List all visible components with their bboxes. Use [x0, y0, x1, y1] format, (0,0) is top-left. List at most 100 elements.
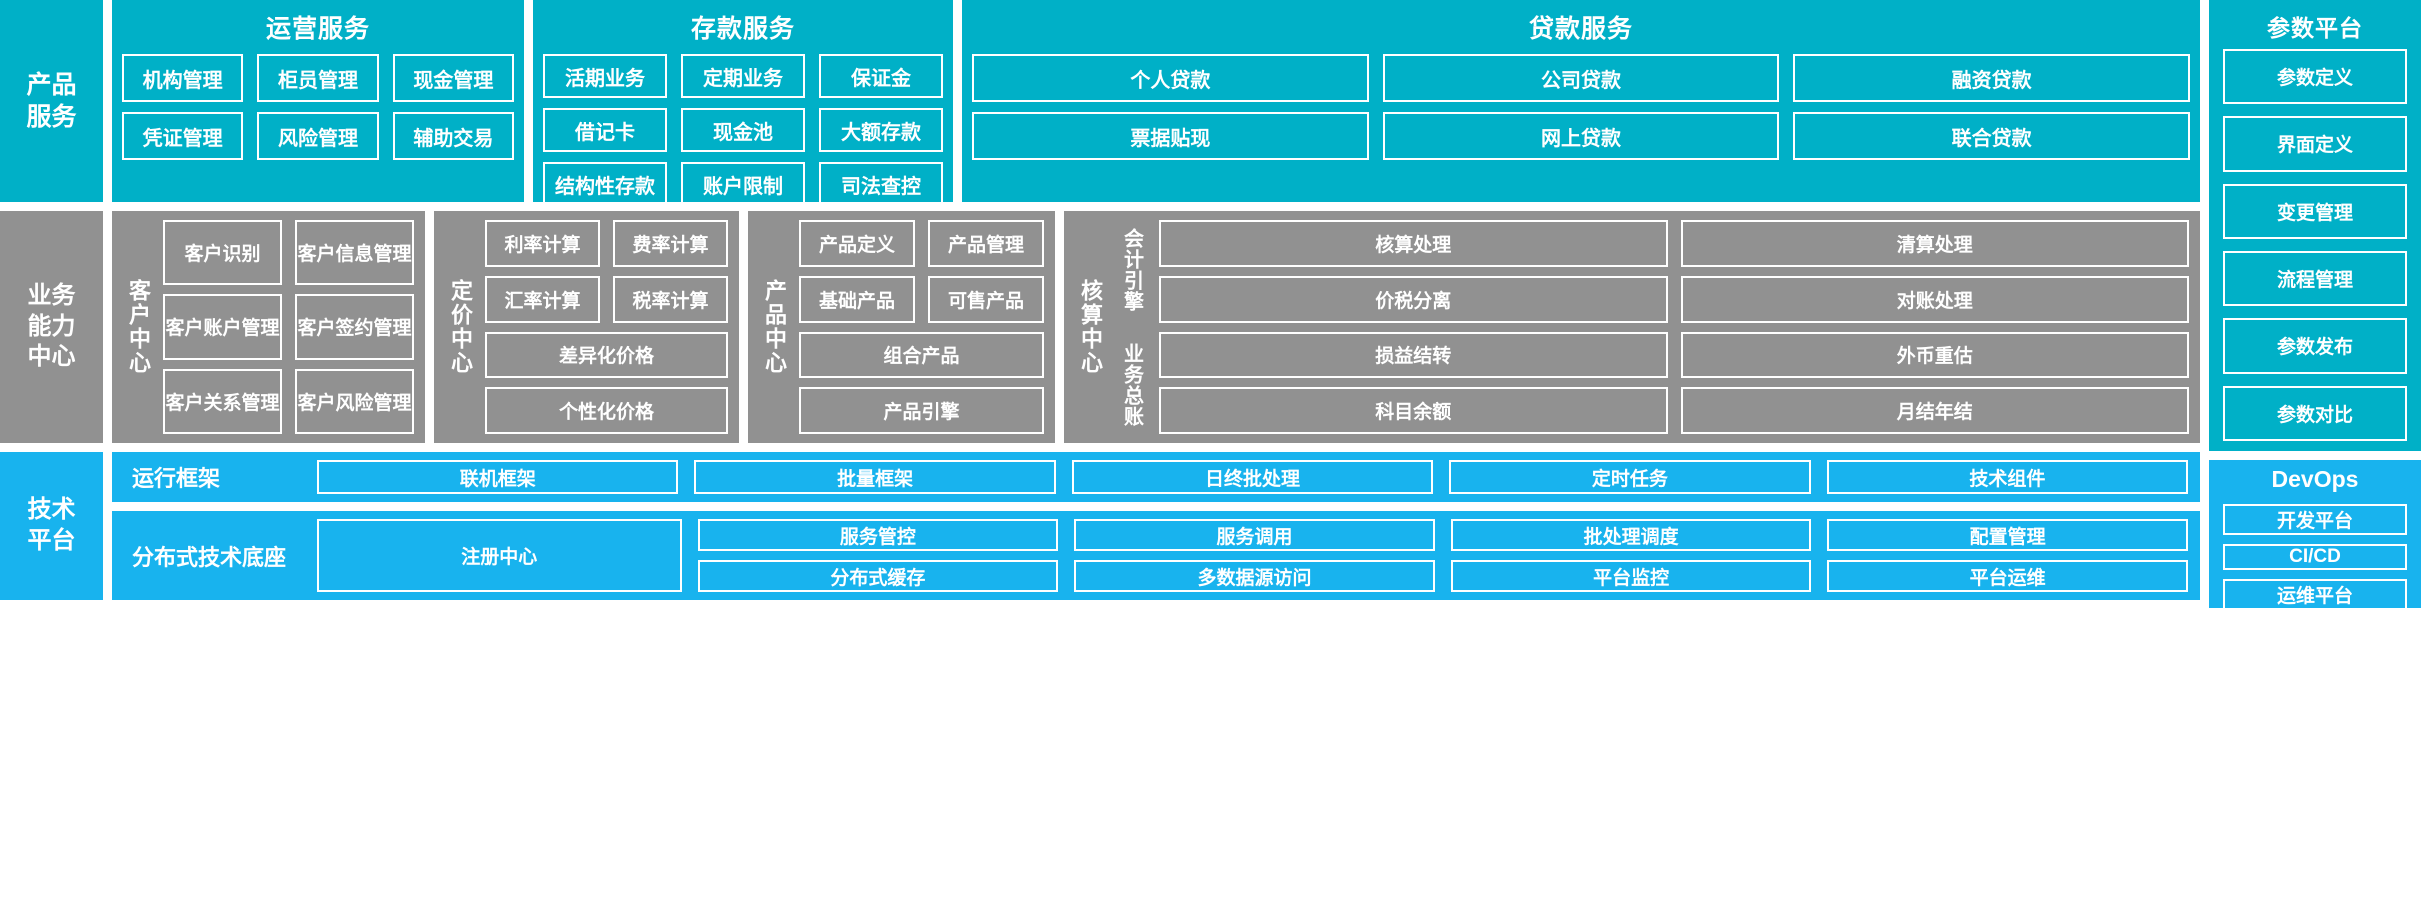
center-customer: 客户中心 客户识别 客户信息管理 客户账户管理 客户签约管理 客户关系管理 客户… [112, 211, 425, 443]
group-title: 运营服务 [265, 15, 370, 43]
center-name: 客户中心 [126, 279, 151, 375]
tech-item[interactable]: 配置管理 [1827, 519, 2188, 551]
layer-label-product-service: 产品 服务 [0, 0, 103, 202]
capability-item[interactable]: 组合产品 [799, 331, 1044, 379]
capability-item[interactable]: 费率计算 [613, 220, 728, 267]
group-parameter-platform: 参数平台 参数定义 界面定义 变更管理 流程管理 参数发布 参数对比 [2209, 0, 2421, 451]
devops-item[interactable]: 开发平台 [2223, 504, 2407, 535]
capability-item[interactable]: 产品引擎 [799, 387, 1044, 434]
layer-label-line3: 中心 [27, 343, 76, 371]
service-item[interactable]: 定期业务 [681, 54, 805, 98]
sub-label-general-ledger: 业务总账 [1120, 342, 1143, 427]
capability-item[interactable]: 外币重估 [1680, 331, 2189, 379]
param-item[interactable]: 流程管理 [2223, 250, 2407, 307]
capability-item[interactable]: 客户识别 [163, 220, 282, 286]
center-name: 产品中心 [762, 279, 787, 375]
center-pricing: 定价中心 利率计算 费率计算 汇率计算 税率计算 差异化价格 个性化价格 [434, 211, 739, 443]
sub-label-accounting-engine: 会计引擎 [1120, 227, 1143, 312]
group-deposit-services: 存款服务 活期业务 定期业务 保证金 借记卡 现金池 大额存款 结构性存款 账户… [533, 0, 953, 206]
service-item[interactable]: 机构管理 [122, 54, 244, 102]
layer-label-line1: 技术 [27, 496, 76, 524]
service-item[interactable]: 柜员管理 [257, 54, 379, 102]
service-item[interactable]: 辅助交易 [392, 112, 514, 160]
layer-label-line2: 平台 [27, 527, 76, 554]
capability-item[interactable]: 清算处理 [1680, 220, 2189, 267]
param-item[interactable]: 参数发布 [2223, 318, 2407, 374]
capability-item[interactable]: 客户签约管理 [295, 294, 414, 360]
tech-item[interactable]: 平台监控 [1450, 560, 1812, 592]
capability-item[interactable]: 客户关系管理 [163, 368, 282, 434]
group-title: 存款服务 [690, 15, 795, 43]
param-item[interactable]: 变更管理 [2223, 183, 2407, 239]
capability-item[interactable]: 基础产品 [799, 275, 915, 323]
service-item[interactable]: 账户限制 [681, 162, 805, 206]
layer-label-tech-platform: 技术 平台 [0, 452, 103, 600]
layer-label-line2: 能力 [27, 312, 76, 340]
center-name: 核算中心 [1078, 279, 1103, 375]
center-product: 产品中心 产品定义 产品管理 基础产品 可售产品 组合产品 产品引擎 [748, 211, 1055, 443]
center-name: 定价中心 [448, 279, 473, 375]
service-item[interactable]: 联合贷款 [1793, 112, 2190, 160]
layer-label-line1: 产品 [26, 71, 77, 99]
param-item[interactable]: 界面定义 [2223, 116, 2407, 172]
tech-item[interactable]: 平台运维 [1827, 560, 2188, 592]
capability-item[interactable]: 核算处理 [1159, 220, 1668, 267]
capability-item[interactable]: 科目余额 [1159, 387, 1668, 434]
service-item[interactable]: 风险管理 [257, 112, 379, 160]
tech-item[interactable]: 分布式缓存 [697, 560, 1059, 592]
capability-item[interactable]: 月结年结 [1680, 387, 2189, 434]
capability-item[interactable]: 客户账户管理 [163, 294, 282, 360]
layer-tech-platform: 技术 平台 运行框架 联机框架 批量框架 日终批处理 定时任务 技术组件 分布式… [0, 452, 2200, 912]
tech-item[interactable]: 定时任务 [1449, 460, 1811, 494]
service-item[interactable]: 活期业务 [543, 54, 667, 98]
service-item[interactable]: 个人贷款 [972, 54, 1369, 102]
capability-item[interactable]: 对账处理 [1680, 275, 2189, 323]
tech-item-registry[interactable]: 注册中心 [317, 519, 682, 592]
service-item[interactable]: 保证金 [819, 54, 943, 98]
capability-item[interactable]: 客户信息管理 [295, 220, 414, 286]
service-item[interactable]: 现金池 [681, 108, 805, 152]
tech-item[interactable]: 技术组件 [1826, 460, 2189, 494]
tech-item[interactable]: 批量框架 [694, 460, 1056, 494]
layer-label-business-capability: 业务 能力 中心 [0, 211, 103, 443]
capability-item[interactable]: 汇率计算 [485, 275, 600, 323]
tech-item[interactable]: 日终批处理 [1071, 460, 1434, 494]
service-item[interactable]: 现金管理 [392, 54, 514, 102]
capability-item[interactable]: 产品管理 [928, 220, 1044, 267]
layer-product-service: 产品 服务 运营服务 机构管理 柜员管理 现金管理 凭证管理 风险管理 辅助交易… [0, 0, 2200, 206]
service-item[interactable]: 大额存款 [819, 108, 943, 152]
service-item[interactable]: 融资贷款 [1793, 54, 2190, 102]
capability-item[interactable]: 损益结转 [1159, 331, 1668, 379]
tech-item[interactable]: 联机框架 [317, 460, 679, 494]
tech-item[interactable]: 批处理调度 [1450, 519, 1812, 551]
capability-item[interactable]: 个性化价格 [485, 387, 728, 434]
service-item[interactable]: 凭证管理 [122, 112, 244, 160]
service-item[interactable]: 借记卡 [543, 108, 667, 152]
tech-item[interactable]: 服务调用 [1074, 519, 1435, 551]
capability-item[interactable]: 税率计算 [613, 275, 728, 323]
service-item[interactable]: 公司贷款 [1382, 54, 1780, 102]
capability-item[interactable]: 可售产品 [928, 275, 1044, 323]
group-loan-services: 贷款服务 个人贷款 公司贷款 融资贷款 票据贴现 网上贷款 联合贷款 [962, 0, 2200, 202]
service-item[interactable]: 网上贷款 [1382, 112, 1780, 160]
tech-item[interactable]: 服务管控 [697, 519, 1059, 551]
capability-item[interactable]: 价税分离 [1159, 275, 1668, 323]
service-item[interactable]: 票据贴现 [972, 112, 1369, 160]
devops-item[interactable]: CI/CD [2223, 544, 2407, 570]
param-item[interactable]: 参数定义 [2223, 49, 2407, 105]
capability-item[interactable]: 客户风险管理 [295, 368, 414, 434]
devops-item[interactable]: 运维平台 [2223, 579, 2407, 610]
group-title: DevOps [2271, 466, 2359, 492]
layer-label-line1: 业务 [27, 281, 76, 309]
capability-item[interactable]: 差异化价格 [485, 331, 728, 379]
group-title: 参数平台 [2267, 15, 2363, 41]
service-item[interactable]: 司法查控 [819, 162, 943, 206]
tech-band-runtime-framework: 运行框架 联机框架 批量框架 日终批处理 定时任务 技术组件 [112, 452, 2200, 502]
param-item[interactable]: 参数对比 [2223, 385, 2407, 441]
tech-item[interactable]: 多数据源访问 [1074, 560, 1435, 592]
capability-item[interactable]: 产品定义 [799, 220, 915, 267]
service-item[interactable]: 结构性存款 [543, 162, 667, 206]
group-title: 贷款服务 [1528, 15, 1633, 43]
capability-item[interactable]: 利率计算 [485, 220, 600, 267]
